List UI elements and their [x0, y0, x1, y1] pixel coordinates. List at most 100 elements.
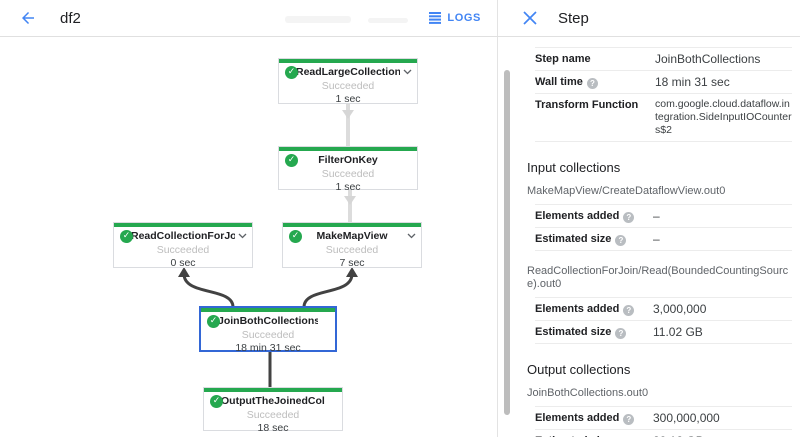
- metric-label: Elements added: [535, 412, 620, 424]
- top-bar-left: df2 LOGS: [0, 0, 497, 36]
- edge-arrow-down-icon: [342, 110, 354, 119]
- graph-node-filteronkey[interactable]: ✓ FilterOnKey Succeeded 1 sec: [278, 146, 418, 193]
- help-icon[interactable]: ?: [623, 414, 635, 425]
- node-status-bar: [204, 388, 342, 392]
- graph-node-joinbothcollections[interactable]: ✓ JoinBothCollections Succeeded 18 min 3…: [199, 306, 337, 354]
- edge-arrow-up-icon: [346, 267, 358, 277]
- panel-title: Step: [558, 9, 589, 27]
- detail-value: com.google.cloud.dataflow.integration.Si…: [655, 98, 792, 136]
- metric-label: Estimated size: [535, 435, 611, 437]
- logs-list-icon: [429, 12, 442, 24]
- edge-join-readcollection: [182, 273, 235, 308]
- panel-scrollbar[interactable]: [504, 70, 510, 415]
- metric-label: Estimated size: [535, 233, 612, 245]
- node-time: 18 sec: [257, 422, 289, 434]
- blurred-text-artifact: [285, 16, 351, 23]
- logs-button[interactable]: LOGS: [422, 8, 487, 28]
- metric-row-elements-added: Elements added? –: [535, 204, 792, 227]
- node-status-bar: [279, 147, 417, 151]
- graph-edges: [178, 104, 358, 387]
- node-time: 0 sec: [170, 257, 196, 269]
- graph-node-readlargecollection[interactable]: ✓ ReadLargeCollectionFr... Succeeded 1 s…: [278, 58, 418, 105]
- node-time: 18 min 31 sec: [235, 342, 301, 354]
- chevron-down-icon[interactable]: [403, 69, 412, 75]
- node-status: Succeeded: [325, 244, 379, 256]
- help-icon[interactable]: ?: [586, 78, 598, 89]
- edge-arrow-up-icon: [178, 267, 190, 277]
- detail-row-step-name: Step name JoinBothCollections: [535, 47, 792, 70]
- success-check-icon: ✓: [207, 315, 220, 328]
- success-check-icon: ✓: [210, 395, 223, 408]
- node-status-bar: [283, 223, 421, 227]
- metric-label: Elements added: [535, 210, 620, 222]
- metric-label: Estimated size: [535, 326, 612, 338]
- blurred-text-artifact: [368, 18, 408, 23]
- collection-metrics: Elements added? 300,000,000 Estimated si…: [535, 406, 792, 437]
- edge-join-makemap: [302, 273, 354, 308]
- job-graph-canvas: ✓ ReadLargeCollectionFr... Succeeded 1 s…: [0, 37, 497, 437]
- success-check-icon: ✓: [120, 230, 133, 243]
- collection-metrics: Elements added? – Estimated size? –: [535, 204, 792, 251]
- metric-label: Elements added: [535, 303, 620, 315]
- detail-row-wall-time: Wall time? 18 min 31 sec: [535, 70, 792, 93]
- metric-value: 300,000,000: [653, 411, 720, 425]
- back-arrow-icon: [22, 12, 34, 24]
- node-status: Succeeded: [241, 329, 295, 341]
- collection-name: MakeMapView/CreateDataflowView.out0: [527, 185, 726, 197]
- node-status: Succeeded: [246, 409, 300, 421]
- detail-label: Step name: [535, 53, 591, 65]
- back-button[interactable]: [16, 6, 40, 30]
- success-check-icon: ✓: [285, 66, 298, 79]
- node-status-bar: [114, 223, 252, 227]
- success-check-icon: ✓: [285, 154, 298, 167]
- collection-name: ReadCollectionForJoin/Read(BoundedCounti…: [527, 265, 789, 290]
- node-title: OutputTheJoinedCollec...: [221, 395, 325, 407]
- graph-node-makemapview[interactable]: ✓ MakeMapView Succeeded 7 sec: [282, 222, 422, 269]
- node-time: 1 sec: [335, 181, 361, 193]
- node-status-bar: [201, 308, 335, 312]
- collection-name: JoinBothCollections.out0: [527, 387, 649, 399]
- node-title: FilterOnKey: [318, 154, 378, 166]
- success-check-icon: ✓: [289, 230, 302, 243]
- help-icon[interactable]: ?: [623, 212, 635, 223]
- close-panel-button[interactable]: [520, 8, 540, 28]
- graph-node-outputthejoined[interactable]: ✓ OutputTheJoinedCollec... Succeeded 18 …: [203, 387, 343, 434]
- step-summary-table: Step name JoinBothCollections Wall time?…: [535, 47, 792, 142]
- node-status-bar: [279, 59, 417, 63]
- chevron-down-icon[interactable]: [238, 233, 247, 239]
- node-status: Succeeded: [321, 80, 375, 92]
- metric-row-estimated-size: Estimated size? 11.02 GB: [535, 320, 792, 343]
- metric-value: –: [653, 232, 660, 246]
- metric-value: 20.12 GB: [653, 434, 792, 437]
- metric-row-elements-added: Elements added? 300,000,000: [535, 406, 792, 429]
- detail-value: 18 min 31 sec: [655, 75, 730, 89]
- output-collections-heading: Output collections: [527, 362, 631, 377]
- job-title: df2: [60, 9, 81, 27]
- help-icon[interactable]: ?: [615, 235, 627, 246]
- help-icon[interactable]: ?: [623, 305, 635, 316]
- detail-label: Wall time: [535, 76, 583, 88]
- node-status: Succeeded: [321, 168, 375, 180]
- main-content: ✓ ReadLargeCollectionFr... Succeeded 1 s…: [0, 37, 800, 437]
- metric-row-estimated-size: Estimated size? –: [535, 227, 792, 250]
- detail-value: JoinBothCollections: [655, 52, 761, 66]
- input-collections-heading: Input collections: [527, 160, 621, 175]
- step-panel-header: Step: [497, 0, 800, 36]
- node-time: 1 sec: [335, 93, 361, 105]
- edge-arrow-down-icon: [344, 196, 356, 205]
- node-title: MakeMapView: [316, 230, 388, 242]
- node-title: ReadCollectionForJoin: [131, 230, 235, 242]
- graph-node-readcollectionforjoin[interactable]: ✓ ReadCollectionForJoin Succeeded 0 sec: [113, 222, 253, 269]
- metric-row-estimated-size: Estimated size? 20.12 GB: [535, 429, 792, 437]
- close-icon: [523, 11, 537, 25]
- node-title: JoinBothCollections: [218, 315, 318, 327]
- node-title: ReadLargeCollectionFr...: [296, 66, 400, 78]
- metric-value: 11.02 GB: [653, 325, 703, 339]
- help-icon[interactable]: ?: [615, 328, 627, 339]
- collection-metrics: Elements added? 3,000,000 Estimated size…: [535, 297, 792, 344]
- top-bar: df2 LOGS Step: [0, 0, 800, 37]
- metric-row-elements-added: Elements added? 3,000,000: [535, 297, 792, 320]
- metric-value: –: [653, 209, 660, 223]
- detail-row-transform-function: Transform Function com.google.cloud.data…: [535, 93, 792, 141]
- chevron-down-icon[interactable]: [407, 233, 416, 239]
